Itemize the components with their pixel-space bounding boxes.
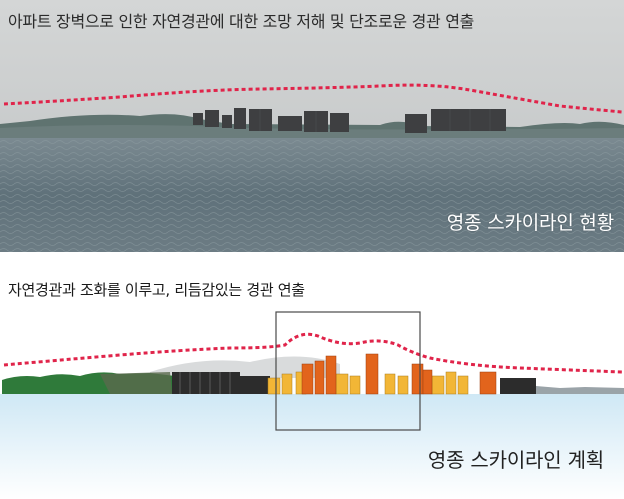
shoreline <box>0 125 624 140</box>
sea-waves <box>0 138 624 252</box>
current-skyline-scene <box>0 0 624 252</box>
current-skyline-caption: 아파트 장벽으로 인한 자연경관에 대한 조망 저해 및 단조로운 경관 연출 <box>8 12 475 31</box>
apartment-wall <box>193 108 506 133</box>
green-hill-shade <box>100 372 172 394</box>
current-skyline-line <box>3 83 623 114</box>
current-skyline-photo: 아파트 장벽으로 인한 자연경관에 대한 조망 저해 및 단조로운 경관 연출 … <box>0 0 624 252</box>
current-skyline-label: 영종 스카이라인 현황 <box>446 212 614 234</box>
apartment-window-lines <box>259 109 491 132</box>
planned-skyline-label: 영종 스카이라인 계획 <box>427 448 604 472</box>
planned-skyline-illustration: 자연경관과 조화를 이루고, 리듬감있는 경관 연출 영종 스카이라인 계획 <box>0 252 624 499</box>
dark-building-stripes <box>179 372 231 394</box>
focus-frame <box>275 311 421 431</box>
orange-towers <box>301 353 497 395</box>
planned-skyline-scene <box>0 311 624 499</box>
dark-building-cluster <box>172 372 536 394</box>
right-shore <box>536 386 624 394</box>
planned-skyline-caption: 자연경관과 조화를 이루고, 리듬감있는 경관 연출 <box>8 281 305 299</box>
planned-skyline-line <box>3 332 623 374</box>
planned-water <box>0 394 624 499</box>
yellow-buildings <box>267 371 469 395</box>
